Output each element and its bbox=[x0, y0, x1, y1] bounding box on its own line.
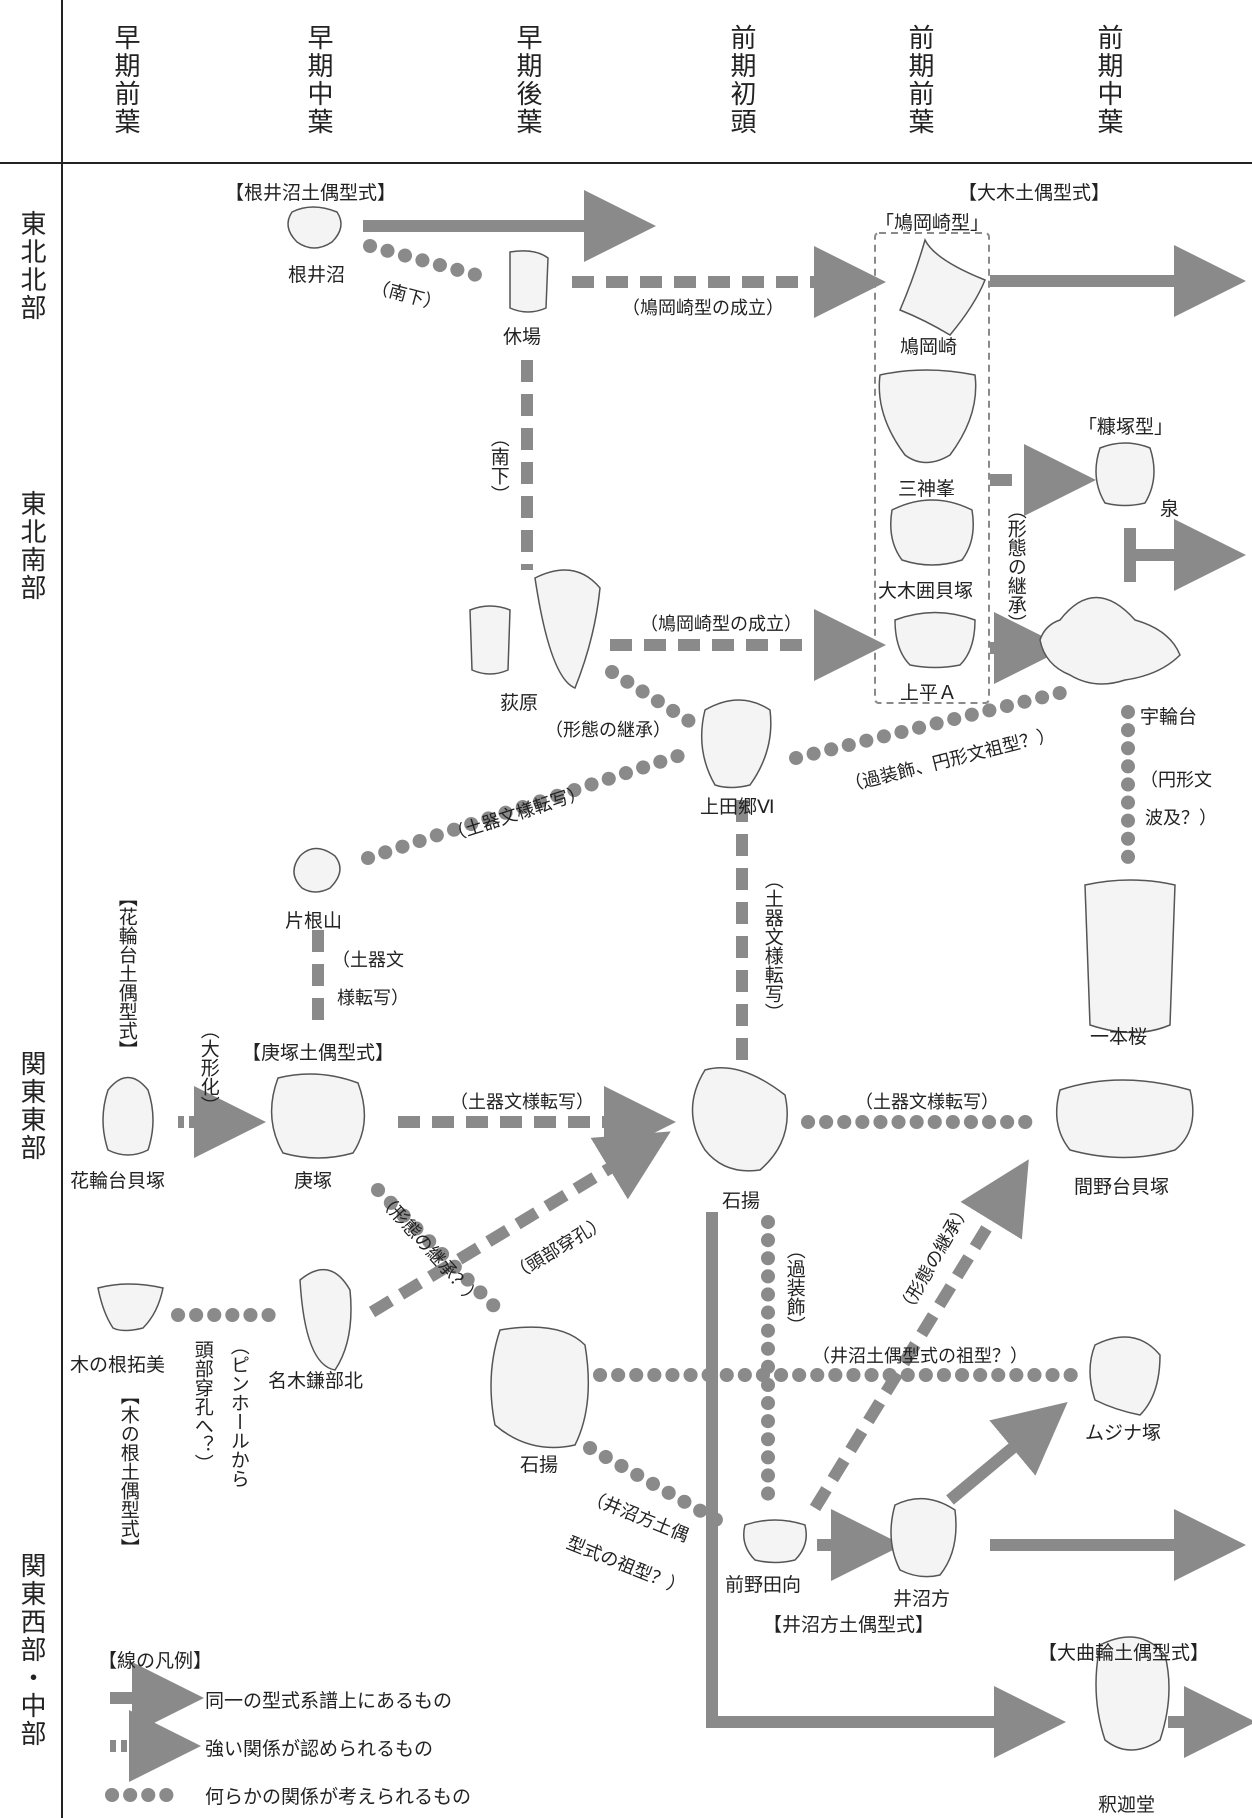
site-label: 大木囲貝塚 bbox=[878, 580, 974, 602]
site-label: 石揚 bbox=[520, 1454, 559, 1476]
period-header: 早期前葉 bbox=[110, 24, 140, 136]
relation-note: （円形文 bbox=[1140, 770, 1212, 791]
dotted-lines bbox=[105, 239, 1135, 1802]
site-label: 荻原 bbox=[500, 692, 539, 714]
site-label: 石揚 bbox=[722, 1190, 761, 1212]
site-label: 庚塚 bbox=[294, 1170, 333, 1192]
figurine-shakado bbox=[1095, 1636, 1170, 1751]
figurine-mujina bbox=[1089, 1336, 1161, 1416]
region-label: 関東西部・中部 bbox=[16, 1552, 46, 1748]
figurine-kamitagou bbox=[700, 699, 772, 789]
site-label: 片根山 bbox=[285, 910, 343, 932]
site-label: 井沼方 bbox=[893, 1588, 951, 1610]
arrow-ishiage-shakado bbox=[706, 1212, 1066, 1758]
legend-dotted-label: 何らかの関係が考えられるもの bbox=[205, 1786, 472, 1808]
type-label: 【花輪台土偶型式】 bbox=[115, 888, 138, 1059]
legend-dashed-label: 強い関係が認められるもの bbox=[205, 1738, 434, 1760]
subtype-label: 「糠塚型」 bbox=[1078, 416, 1174, 438]
relation-note: 波及？） bbox=[1145, 808, 1217, 829]
period-header: 早期中葉 bbox=[303, 24, 333, 136]
relation-note: 様転写） bbox=[337, 988, 409, 1009]
figurine-katane bbox=[293, 847, 341, 893]
site-label: 根井沼 bbox=[288, 264, 346, 286]
type-label: 【庚塚土偶型式】 bbox=[242, 1042, 395, 1064]
type-label: 【井沼方土偶型式】 bbox=[763, 1614, 935, 1636]
relation-note: （土器文様転写） bbox=[761, 870, 784, 1022]
figurine-sanjinmine bbox=[878, 369, 977, 464]
figurine-izumi bbox=[1095, 442, 1155, 507]
figurine-ishiage2 bbox=[490, 1326, 590, 1449]
relation-note: 頭部穿孔へ？） bbox=[191, 1340, 214, 1473]
site-label: 間野台貝塚 bbox=[1074, 1176, 1170, 1198]
period-header: 前期中葉 bbox=[1093, 24, 1123, 136]
relation-note: （過装飾） bbox=[783, 1240, 806, 1335]
site-label: ムジナ塚 bbox=[1085, 1422, 1162, 1444]
region-label: 東北北部 bbox=[16, 210, 46, 322]
figurine-neinuma bbox=[287, 206, 342, 249]
dash-nagi-ishiage bbox=[368, 1131, 671, 1318]
figurine-manodai bbox=[1055, 1079, 1194, 1159]
site-label: 上田郷Ⅵ bbox=[700, 796, 775, 818]
dash-maenota-manodai bbox=[809, 1159, 1029, 1512]
site-label: 前野田向 bbox=[725, 1574, 802, 1596]
relation-note: （土器文 bbox=[332, 950, 404, 971]
period-header: 前期初頭 bbox=[726, 24, 756, 136]
period-header: 前期前葉 bbox=[904, 24, 934, 136]
figurine-kinone bbox=[97, 1283, 164, 1332]
relation-note: （鳩岡崎型の成立） bbox=[640, 614, 802, 635]
site-label: 休場 bbox=[503, 326, 542, 348]
figurine-oogakoi bbox=[890, 499, 974, 566]
site-label: 泉 bbox=[1160, 498, 1180, 520]
site-label: 一本桜 bbox=[1090, 1026, 1148, 1048]
figurine-hanawadai bbox=[102, 1076, 154, 1156]
relation-note: （形態の継承） bbox=[545, 720, 671, 741]
region-label: 東北南部 bbox=[16, 490, 46, 602]
figurine-ishiage1 bbox=[691, 1067, 788, 1172]
figurine-kouzuka bbox=[270, 1073, 366, 1159]
relation-note: （南下） bbox=[487, 428, 510, 504]
solid-arrows bbox=[110, 190, 1252, 1758]
figurine-nagi bbox=[299, 1268, 352, 1371]
site-label: 宇輪台 bbox=[1140, 706, 1198, 728]
figurine-ipponzakura bbox=[1084, 879, 1176, 1034]
relation-note: （鳩岡崎型の成立） bbox=[622, 298, 784, 319]
relation-note: （形態の継承） bbox=[1004, 500, 1027, 633]
relation-note: （土器文様転写） bbox=[855, 1092, 999, 1113]
site-label: 木の根拓美 bbox=[70, 1354, 166, 1376]
figurine-hatookazaki bbox=[899, 237, 986, 336]
region-label: 関東東部 bbox=[16, 1050, 46, 1162]
type-label: 【木の根土偶型式】 bbox=[117, 1386, 140, 1557]
figurine-kyuba bbox=[509, 250, 549, 313]
site-label: 鳩岡崎 bbox=[900, 336, 958, 358]
figurine-inumagata bbox=[890, 1497, 957, 1578]
site-label: 名木鎌部北 bbox=[268, 1370, 364, 1392]
type-label: 【大木土偶型式】 bbox=[958, 182, 1111, 204]
site-label: 三神峯 bbox=[898, 478, 956, 500]
figurine-uwadai bbox=[1039, 596, 1181, 685]
figurine-hagiwara-b bbox=[534, 569, 601, 689]
site-label: 花輪台貝塚 bbox=[70, 1170, 166, 1192]
dashed-arrows bbox=[110, 246, 1096, 1782]
hatookazaki-group-box bbox=[874, 232, 990, 704]
site-label: 釈迦堂 bbox=[1098, 1794, 1156, 1816]
legend-solid-label: 同一の型式系譜上にあるもの bbox=[205, 1690, 453, 1712]
site-label: 上平Ａ bbox=[900, 682, 958, 704]
figurine-kamitaira bbox=[894, 611, 976, 669]
figurine-maenota bbox=[743, 1519, 807, 1564]
figurine-hagiwara-a bbox=[469, 605, 511, 675]
period-header: 早期後葉 bbox=[512, 24, 542, 136]
subtype-label: 「鳩岡崎型」 bbox=[875, 212, 990, 234]
figurine-sketches bbox=[97, 206, 1194, 1751]
relation-note: （ピンホールから bbox=[227, 1336, 250, 1488]
type-label: 【根井沼土偶型式】 bbox=[225, 182, 397, 204]
relation-note: （井沼土偶型式の祖型？） bbox=[812, 1346, 1028, 1367]
arrow-inumagata-mujina bbox=[946, 1401, 1068, 1505]
legend-title: 【線の凡例】 bbox=[98, 1650, 213, 1672]
type-label: 【大曲輪土偶型式】 bbox=[1038, 1642, 1210, 1664]
relation-note: （土器文様転写） bbox=[450, 1092, 594, 1113]
relation-note: （大形化） bbox=[197, 1020, 220, 1115]
